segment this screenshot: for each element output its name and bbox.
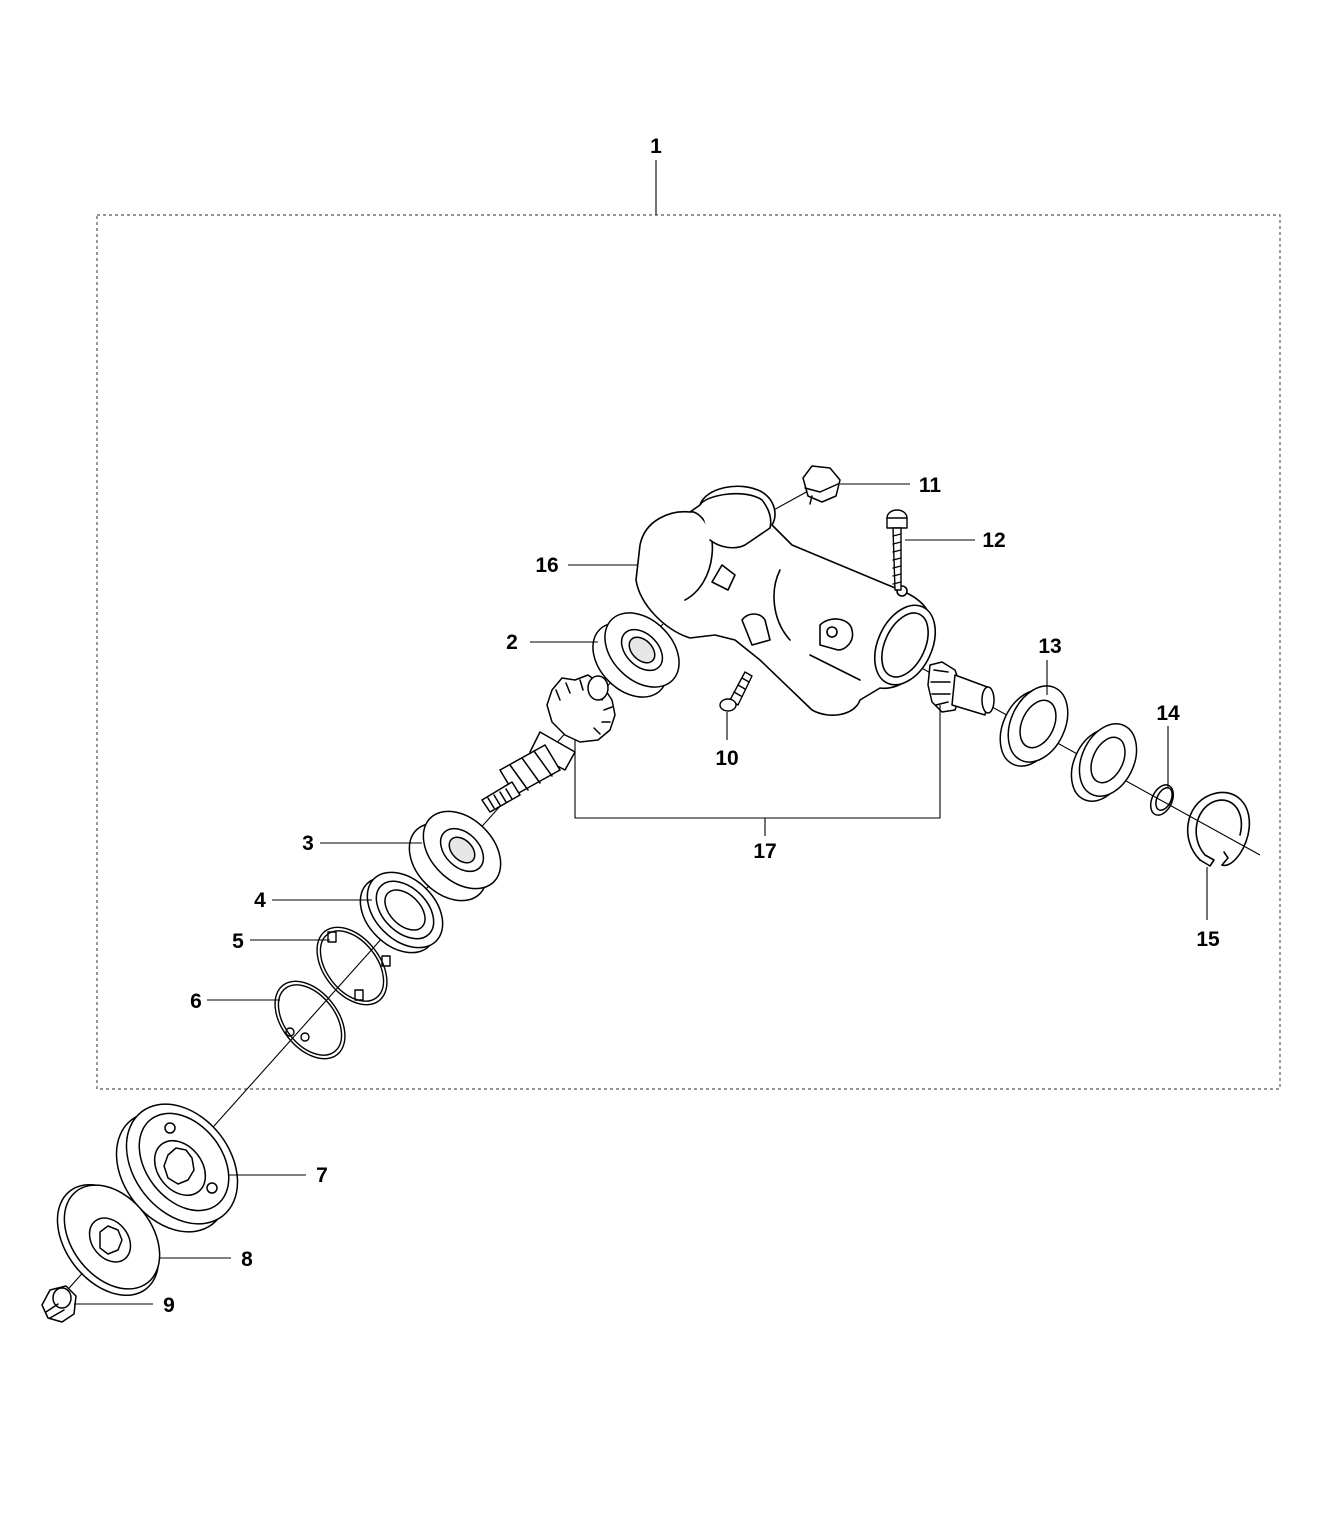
gear-housing xyxy=(635,485,937,716)
seal-ring xyxy=(359,871,444,954)
callout-12: 12 xyxy=(982,529,1005,552)
callout-5: 5 xyxy=(232,930,244,953)
callout-7: 7 xyxy=(316,1164,328,1187)
lower-bearing xyxy=(408,810,502,902)
callout-14: 14 xyxy=(1156,702,1180,725)
callout-3: 3 xyxy=(302,832,314,855)
callout-labels: 1 2 3 4 5 6 7 8 9 10 11 12 13 14 15 16 1… xyxy=(163,135,1220,1317)
upper-bearing xyxy=(592,612,680,698)
callout-1: 1 xyxy=(650,135,662,158)
locking-ring xyxy=(316,926,391,1006)
small-screw xyxy=(719,671,753,712)
callout-6: 6 xyxy=(190,990,202,1013)
callout-16: 16 xyxy=(535,554,558,577)
callout-15: 15 xyxy=(1196,928,1220,951)
long-screw xyxy=(886,509,908,591)
large-circlip xyxy=(1186,791,1251,867)
thin-ring xyxy=(274,980,346,1060)
callout-17: 17 xyxy=(753,840,776,863)
assembly-frame xyxy=(96,214,1281,1090)
callout-2: 2 xyxy=(506,631,518,654)
callout-10: 10 xyxy=(715,747,738,770)
callout-11: 11 xyxy=(919,474,942,497)
pinion-bearing xyxy=(999,685,1069,767)
outer-bearing xyxy=(1070,723,1138,802)
small-circlip xyxy=(1149,784,1175,816)
callout-13: 13 xyxy=(1038,635,1061,658)
bevel-gear-shaft xyxy=(481,674,616,813)
callout-8: 8 xyxy=(241,1248,253,1271)
callout-4: 4 xyxy=(254,889,266,912)
bevel-pinion xyxy=(927,661,995,716)
plug-screw xyxy=(802,465,841,505)
protective-cap xyxy=(115,1103,239,1233)
lock-nut xyxy=(41,1285,77,1323)
support-flange xyxy=(56,1183,161,1297)
callout-9: 9 xyxy=(163,1294,175,1317)
leader-lines xyxy=(74,160,1208,1305)
